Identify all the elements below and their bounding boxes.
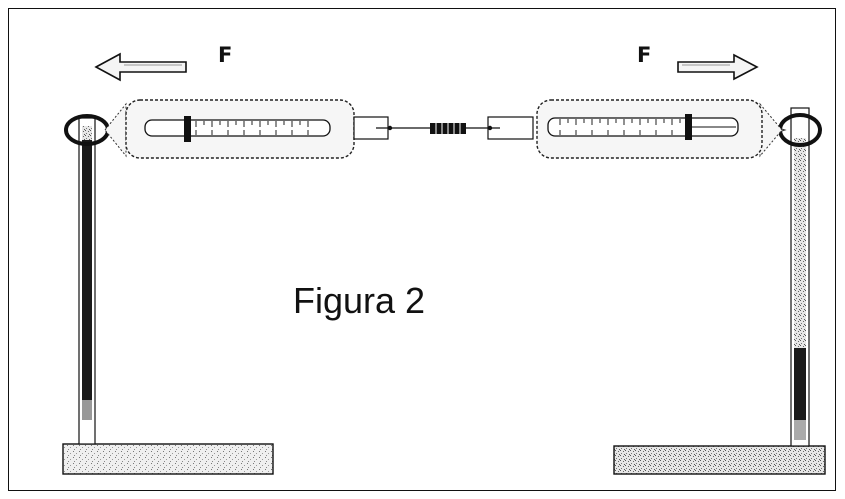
left-scale-ticks <box>195 121 309 135</box>
force-left-label: F <box>218 43 233 67</box>
left-stand-base <box>62 443 274 475</box>
right-stand <box>613 107 826 475</box>
right-dynamometer <box>487 99 787 159</box>
left-dynamometer-scale <box>144 119 331 137</box>
spring-link <box>376 123 500 134</box>
right-scale-ticks <box>559 119 681 135</box>
force-right-label: F <box>637 43 652 67</box>
left-stand <box>62 114 274 475</box>
figure-frame <box>8 8 836 491</box>
right-indicator <box>685 114 692 140</box>
left-indicator <box>184 116 191 142</box>
force-arrow-left <box>94 52 187 82</box>
left-dynamometer <box>104 99 389 159</box>
force-arrow-right <box>677 53 759 81</box>
right-stand-base <box>613 445 826 475</box>
figure-caption: Figura 2 <box>293 280 426 321</box>
